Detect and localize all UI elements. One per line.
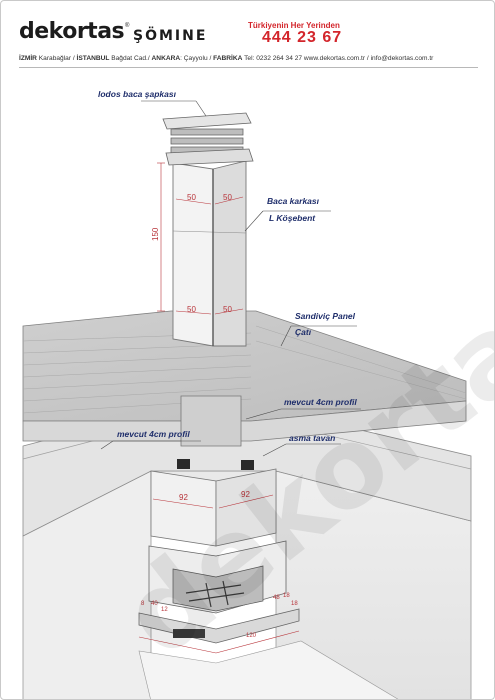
addr-izmir: İZMİR: [19, 55, 37, 62]
tagline: Türkiyenin Her Yerinden: [248, 21, 340, 30]
dim-f3: 12: [161, 607, 168, 613]
chimney-lower: [180, 395, 242, 447]
label-chimney-frame: Baca karkası: [267, 196, 320, 206]
label-chimney-cap: lodos baca şapkası: [98, 89, 177, 99]
roof-front-edge: [22, 400, 467, 442]
brand-logo: dekortas: [19, 19, 125, 44]
dim-top-left: 50: [187, 193, 196, 202]
label-profile-left: mevcut 4cm profil: [117, 429, 190, 439]
brand-subtitle: ŞÖMINE: [133, 28, 208, 44]
dim-bottom-right: 50: [223, 305, 232, 314]
chimney-joint: [172, 230, 247, 234]
dim-f4: 48: [273, 595, 280, 601]
chimney-cap: [162, 112, 254, 166]
dim-f2: 40: [151, 601, 158, 607]
leader-lines: [100, 100, 361, 457]
chimney-side: [212, 160, 247, 347]
addr-fabrika: FABRİKA: [213, 55, 243, 62]
label-l-angle: L Köşebent: [269, 213, 316, 223]
header: dekortas ® ŞÖMINE Türkiyenin Her Yerinde…: [1, 1, 494, 77]
vent-grille-right: [241, 460, 254, 470]
addr-izmir-loc: Karabağlar /: [36, 55, 77, 62]
dim-top-right: 50: [223, 193, 232, 202]
dim-hood-right: 92: [241, 490, 250, 499]
hearth-base: [138, 608, 300, 644]
dim-bottom-left: 50: [187, 305, 196, 314]
dim-height: 150: [151, 227, 160, 241]
dim-f1: 8: [141, 601, 145, 607]
registered-mark: ®: [125, 23, 130, 29]
label-profile-right: mevcut 4cm profil: [284, 397, 357, 407]
dimension-lines: [138, 162, 300, 654]
floor: [138, 640, 399, 699]
phone-number: 444 23 67: [262, 29, 343, 46]
addr-ankara: ANKARA: [151, 55, 181, 62]
addr-istanbul-loc: Bağdat Cad./: [109, 55, 152, 62]
addr-contact: Tel: 0232 264 34 27 www.dekortas.com.tr …: [242, 55, 434, 62]
chimney-front: [172, 162, 214, 347]
vent-grille-left: [177, 459, 190, 469]
log-grate: [185, 580, 245, 608]
dim-f6: 18: [291, 601, 298, 607]
ash-drawer: [173, 629, 205, 638]
addr-ankara-loc: : Çayyolu /: [180, 55, 214, 62]
label-roof: Çatı: [295, 327, 312, 337]
dim-f5: 18: [283, 593, 290, 599]
label-sandwich-panel: Sandiviç Panel: [295, 311, 356, 321]
address-line: İZMİR Karabağlar / İSTANBUL Bağdat Cad./…: [19, 55, 485, 62]
header-divider: [19, 67, 478, 68]
label-suspended-ceiling: asma tavan: [289, 433, 335, 443]
dim-f7: 120: [246, 633, 257, 639]
dim-hood-left: 92: [179, 493, 188, 502]
addr-istanbul: İSTANBUL: [76, 55, 110, 62]
fireplace-hood-side: [215, 468, 277, 547]
